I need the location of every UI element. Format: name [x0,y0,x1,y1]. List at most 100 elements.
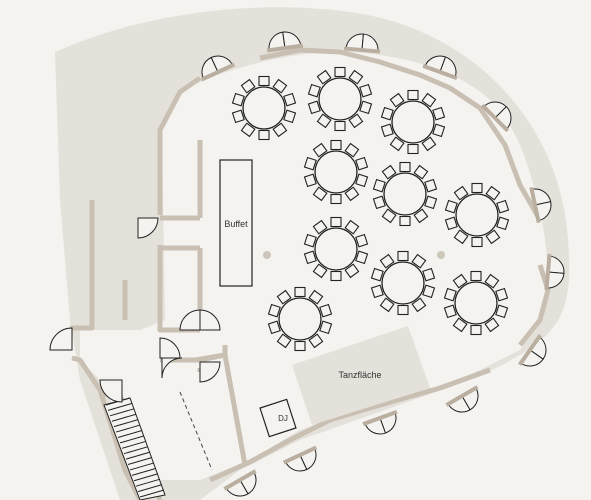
chair [470,324,482,336]
stair-step [123,446,149,455]
table-top [314,227,358,271]
table-top [242,86,286,130]
table-top [391,100,435,144]
buffet-table: Buffet [219,159,253,287]
chair [421,92,437,108]
door-swing [199,309,221,331]
chair [312,142,328,158]
round-table [307,66,373,132]
chair [312,219,328,235]
window-doors [200,31,565,497]
chair [258,129,270,141]
chair [379,253,395,269]
chair [344,186,360,202]
chair [344,142,360,158]
chair [307,83,321,98]
chair [334,120,346,132]
window-door [422,55,458,81]
chair [319,320,333,335]
buffet-label: Buffet [224,219,248,229]
window-door [529,186,552,224]
chair [240,122,256,138]
window-door [544,253,565,291]
chair [496,199,510,214]
stair-step [135,478,161,487]
chair [316,113,332,129]
chair [372,178,386,193]
chair [355,233,369,248]
tables [231,66,510,352]
chair [444,216,458,231]
chair [413,208,429,224]
round-table [444,182,510,248]
chair [407,143,419,155]
window-door [200,55,236,82]
chair [359,83,373,98]
chair [348,113,364,129]
chair [330,270,342,282]
chair [355,156,369,171]
chair [424,195,438,210]
chair [294,286,306,298]
chair [334,66,346,78]
chair [330,193,342,205]
table-top [454,281,498,325]
chair [444,199,458,214]
chair [399,215,411,227]
chair [231,92,245,107]
chair [443,304,457,319]
stair-step [121,440,147,449]
dj-label: DJ [278,414,288,423]
door-swing [49,327,73,351]
chair [370,267,384,282]
stair-step [111,413,137,422]
main-hall-floor [80,51,548,481]
stair-step [127,457,153,466]
chair [272,78,288,94]
chair [381,208,397,224]
chair [397,304,409,316]
chair [432,106,446,121]
chair [484,317,500,333]
chair [276,289,292,305]
stair-step [131,467,157,476]
door-swing [99,379,123,403]
chair [231,109,245,124]
table-top [381,261,425,305]
chair [276,333,292,349]
door-swing [199,361,221,383]
chair [372,195,386,210]
window-door [282,445,318,472]
window-door [362,409,398,435]
chair [389,136,405,152]
stairwell [103,397,166,500]
chair [379,297,395,313]
stair-step [137,484,163,493]
chair [380,123,394,138]
round-table [443,270,509,336]
table-top [314,150,358,194]
door-swing [179,309,201,331]
round-table [267,286,333,352]
window-door [266,31,304,53]
table-top [383,172,427,216]
chair [312,263,328,279]
round-table [380,89,446,155]
chair [355,173,369,188]
chair [485,229,501,245]
chair [319,303,333,318]
chair [330,216,342,228]
stair-step [113,419,139,428]
chair [240,78,256,94]
dance-floor-label: Tanzfläche [338,370,381,380]
window-door [518,334,547,367]
chair [355,250,369,265]
stair-step [129,462,155,471]
chair [359,100,373,115]
chair [411,253,427,269]
window-door [223,469,257,497]
chair [397,250,409,262]
chair [307,100,321,115]
pillar [263,251,271,259]
